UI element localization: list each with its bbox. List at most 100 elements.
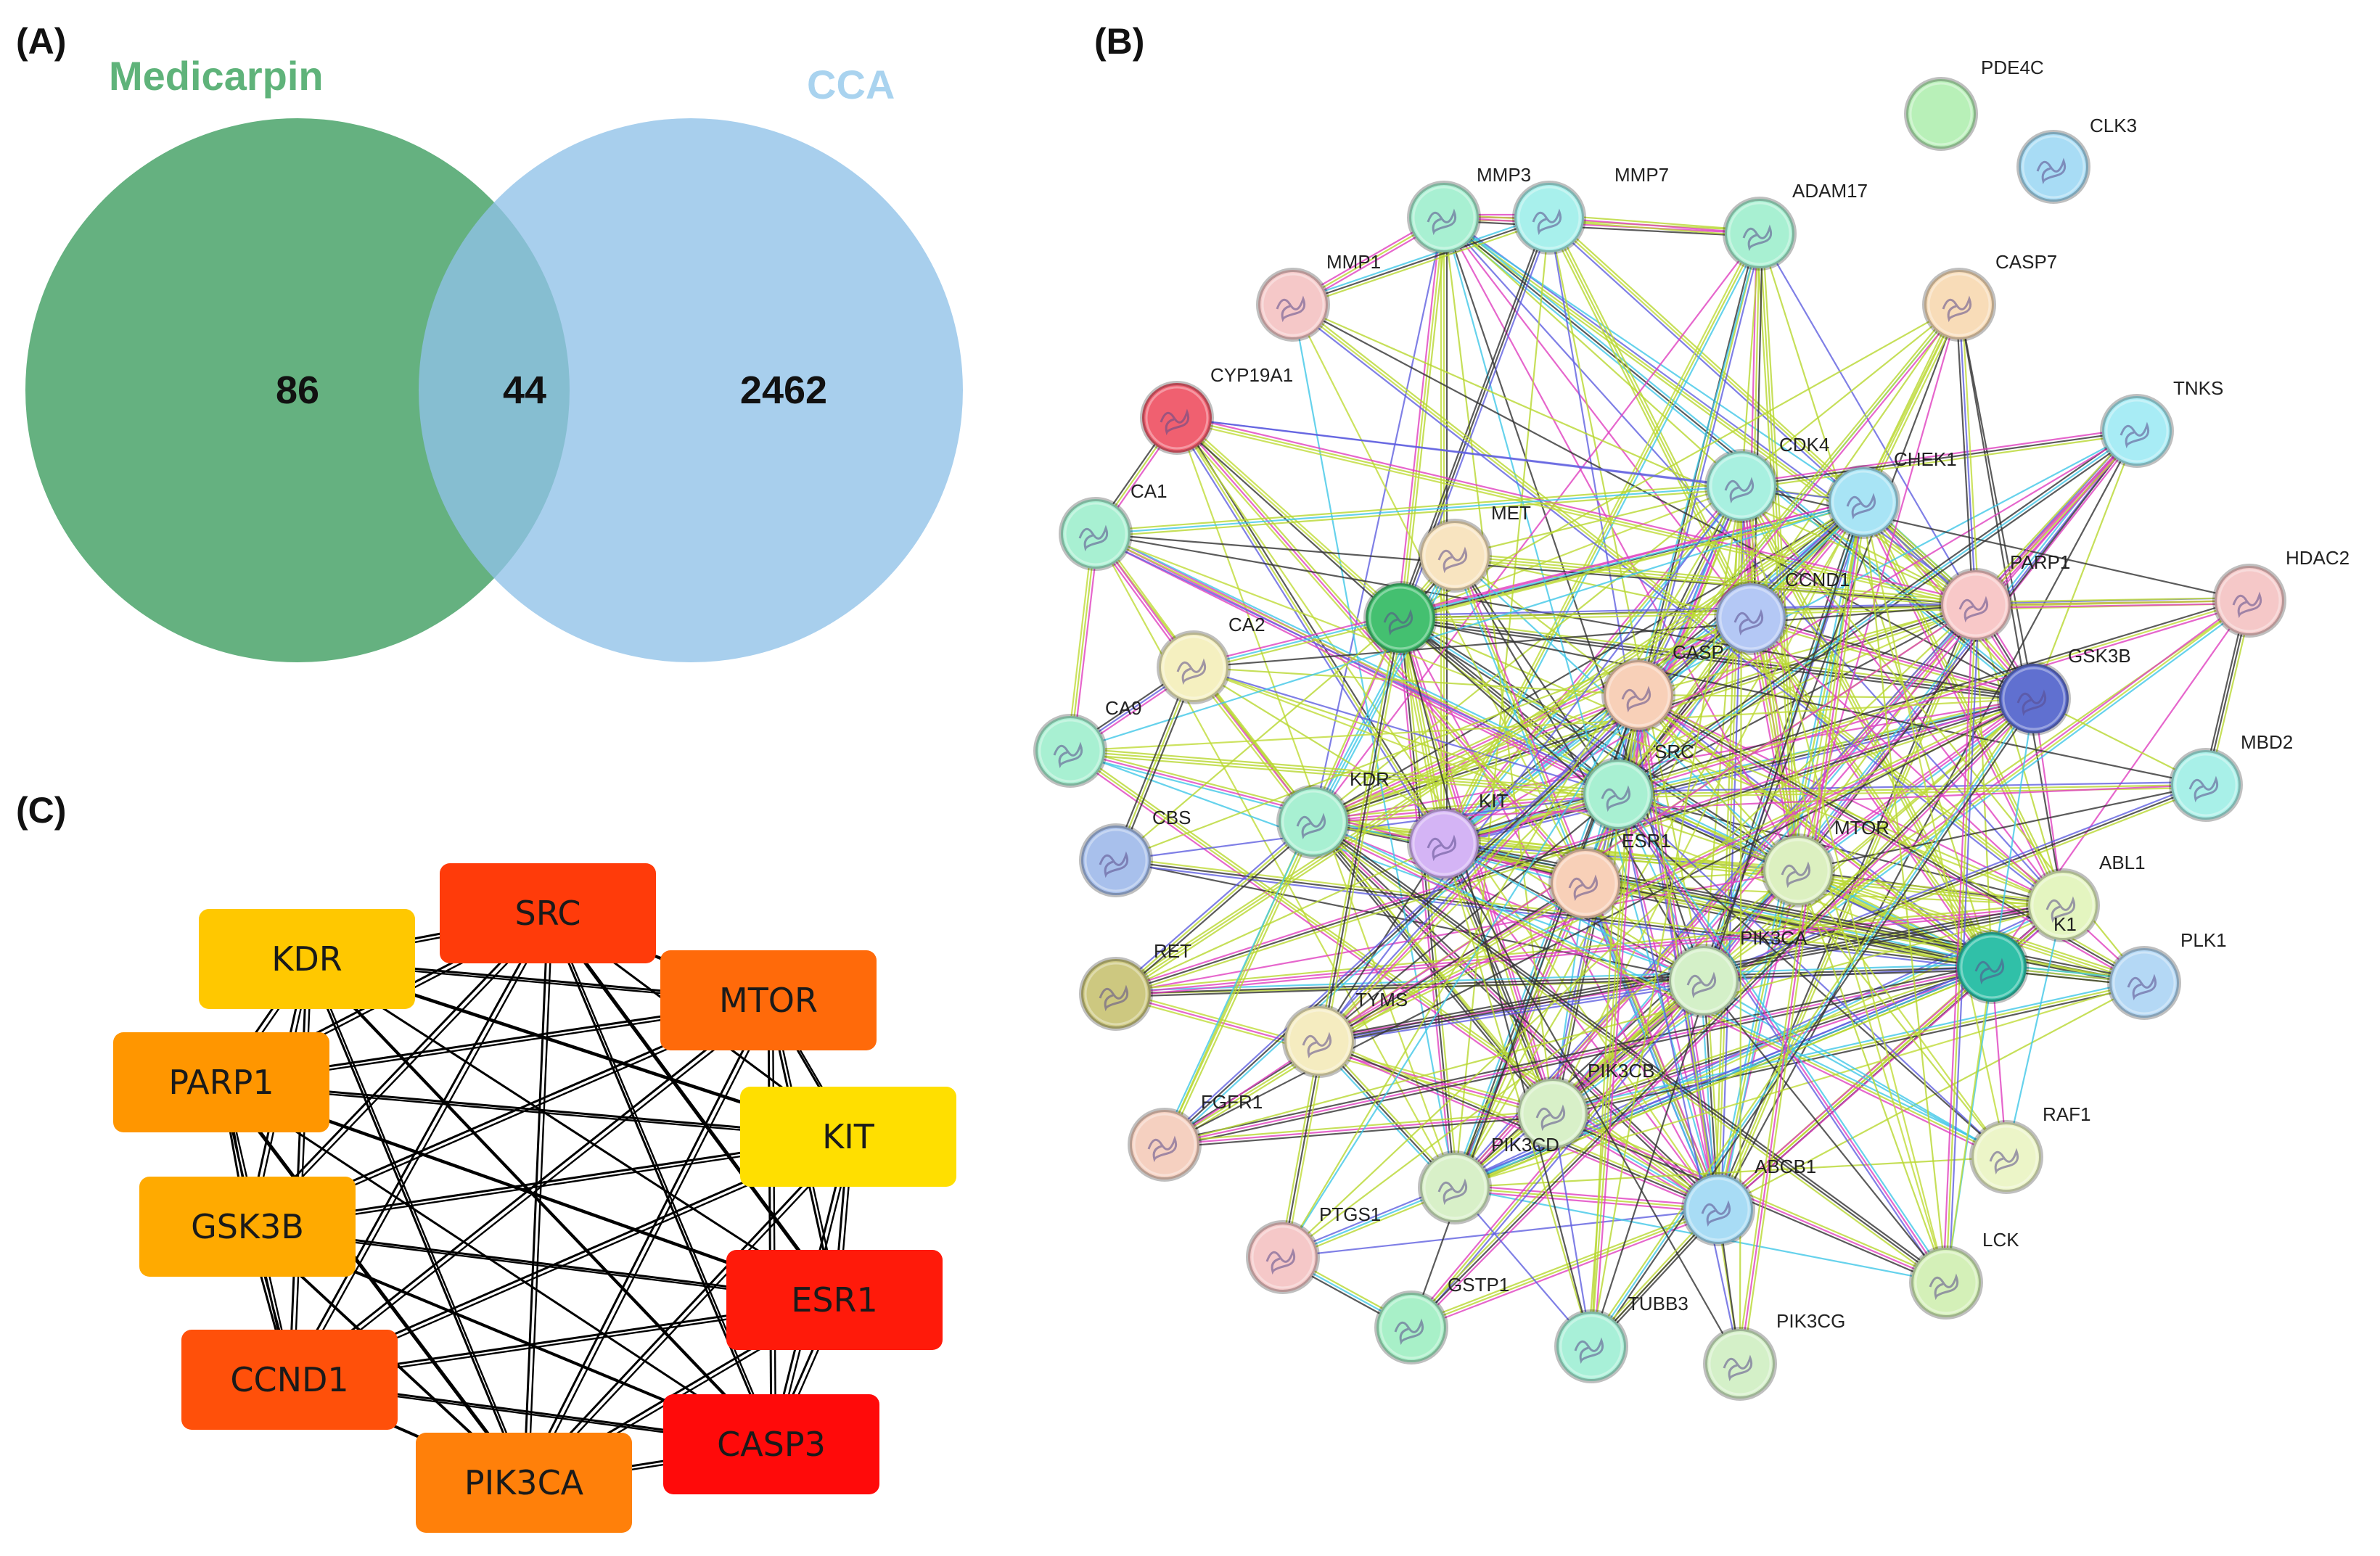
string-node-ca2[interactable]: CA2: [1157, 614, 1265, 704]
string-edge: [1176, 417, 1401, 619]
string-edge: [1284, 618, 1405, 1258]
protein-structure-icon: [2016, 689, 2047, 717]
string-node-pik3ca[interactable]: PIK3CA: [1667, 927, 1807, 1018]
string-edge: [1549, 213, 1760, 232]
string-node-abl1[interactable]: ABL1: [2026, 852, 2146, 942]
string-edge: [1292, 216, 1550, 306]
string-edge: [1638, 304, 1960, 696]
string-node-raf1[interactable]: RAF1: [1969, 1103, 2090, 1194]
string-node-pik3cg[interactable]: PIK3CG: [1703, 1310, 1845, 1401]
hub-node-casp3[interactable]: CASP3: [663, 1394, 879, 1494]
string-node-chek1[interactable]: CHEK1: [1826, 448, 1957, 539]
string-edge: [1066, 533, 1094, 751]
string-edge: [1164, 883, 1586, 1145]
string-edge: [1795, 695, 2033, 869]
string-node-lck[interactable]: LCK: [1909, 1229, 2019, 1320]
string-node-kit[interactable]: KIT: [1407, 790, 1509, 881]
string-edge: [1399, 217, 1445, 619]
hub-node-ccnd1[interactable]: CCND1: [181, 1330, 398, 1430]
string-node-egfr[interactable]: [1363, 581, 1437, 655]
string-edge: [1454, 1187, 1592, 1347]
string-node-label: CHEK1: [1894, 448, 1957, 470]
string-edge: [1318, 794, 1619, 1042]
string-node-aurka[interactable]: K1: [1955, 913, 2077, 1004]
string-edge: [1948, 605, 1980, 1283]
string-edge: [1396, 217, 1443, 618]
string-node-hdac2[interactable]: HDAC2: [2212, 547, 2350, 638]
string-node-plk1[interactable]: PLK1: [2107, 929, 2227, 1020]
string-edge: [1551, 1113, 1593, 1347]
string-node-clk3[interactable]: CLK3: [2016, 115, 2137, 204]
protein-structure-icon: [1781, 861, 1811, 889]
string-edge: [1115, 697, 2035, 995]
string-node-parp1[interactable]: PARP1: [1939, 551, 2070, 642]
string-node-adam17[interactable]: ADAM17: [1723, 180, 1868, 271]
string-node-tyms[interactable]: TYMS: [1282, 989, 1408, 1078]
string-node-cdk4[interactable]: CDK4: [1704, 434, 1829, 523]
string-node-met[interactable]: MET: [1418, 502, 1531, 593]
string-edge: [1115, 501, 1864, 995]
hub-node-gsk3b[interactable]: GSK3B: [139, 1177, 356, 1277]
string-edge: [1410, 1206, 1718, 1326]
string-node-pde4c[interactable]: PDE4C: [1904, 57, 2044, 151]
string-node-mmp1[interactable]: MMP1: [1256, 251, 1381, 342]
string-node-tnks[interactable]: TNKS: [2100, 377, 2223, 468]
string-node-kdr[interactable]: KDR: [1276, 768, 1390, 859]
string-edge: [1443, 217, 1742, 487]
string-node-cyp19a1[interactable]: CYP19A1: [1140, 364, 1293, 455]
string-node-pik3cb[interactable]: PIK3CB: [1516, 1060, 1655, 1150]
string-edge: [1072, 534, 1100, 752]
string-node-ca9[interactable]: CA9: [1033, 697, 1142, 788]
string-edge: [1546, 218, 1749, 620]
hub-node-kdr[interactable]: KDR: [199, 909, 415, 1009]
protein-structure-icon: [1532, 208, 1562, 236]
string-edge: [1755, 234, 1797, 871]
string-edge: [1552, 981, 2145, 1115]
string-node-abcb1[interactable]: ABCB1: [1681, 1156, 1816, 1246]
string-node-label: ABCB1: [1755, 1156, 1816, 1177]
string-node-tubb3[interactable]: TUBB3: [1554, 1293, 1688, 1383]
string-node-mmp7[interactable]: MMP7: [1512, 164, 1669, 255]
panel-label-c: (C): [16, 790, 67, 831]
string-node-cbs[interactable]: CBS: [1079, 807, 1191, 897]
string-node-ptgs1[interactable]: PTGS1: [1246, 1203, 1381, 1294]
hub-node-parp1[interactable]: PARP1: [113, 1032, 329, 1132]
string-node-ret[interactable]: RET: [1079, 940, 1191, 1031]
string-node-esr1[interactable]: ESR1: [1548, 830, 1671, 921]
hub-node-mtor[interactable]: MTOR: [660, 950, 877, 1050]
string-edge: [1750, 617, 2035, 700]
string-edge: [1554, 1110, 1948, 1281]
string-edge: [1115, 901, 2063, 992]
string-node-src[interactable]: SRC: [1581, 741, 1694, 831]
hub-node-kit[interactable]: KIT: [740, 1087, 956, 1187]
string-node-casp7[interactable]: CASP7: [1922, 251, 2057, 342]
hub-edge: [225, 1084, 776, 1449]
string-edge: [1741, 427, 2137, 485]
string-edge: [1400, 619, 2034, 703]
string-edge: [1955, 305, 1974, 606]
hub-edge: [546, 913, 836, 1301]
hub-node-esr1[interactable]: ESR1: [726, 1250, 943, 1350]
string-node-ca1[interactable]: CA1: [1059, 480, 1168, 571]
protein-structure-icon: [1437, 546, 1468, 574]
string-edge: [1293, 219, 1551, 308]
string-node-pik3cd[interactable]: PIK3CD: [1418, 1134, 1559, 1224]
string-node-casp3[interactable]: CASP: [1601, 641, 1724, 732]
hub-edge: [771, 1003, 777, 1448]
string-edge: [1281, 617, 1402, 1258]
string-node-fgfr1[interactable]: FGFR1: [1128, 1091, 1263, 1182]
protein-structure-icon: [1394, 1318, 1424, 1346]
string-edge: [1193, 501, 1864, 669]
string-edge: [1454, 555, 1993, 968]
hub-node-pik3ca[interactable]: PIK3CA: [416, 1433, 632, 1533]
string-node-label: CDK4: [1779, 434, 1829, 456]
string-edge: [1402, 218, 1448, 619]
string-node-mtor[interactable]: MTOR: [1761, 817, 1889, 907]
string-node-mbd2[interactable]: MBD2: [2169, 731, 2293, 822]
string-node-mmp3[interactable]: MMP3: [1407, 164, 1531, 255]
string-node-gstp1[interactable]: GSTP1: [1374, 1274, 1509, 1364]
hub-node-src[interactable]: SRC: [440, 863, 656, 963]
string-node-ccnd1[interactable]: CCND1: [1714, 569, 1850, 655]
string-node-gsk3b[interactable]: GSK3B: [1997, 645, 2131, 736]
string-edge: [1552, 430, 2138, 1114]
